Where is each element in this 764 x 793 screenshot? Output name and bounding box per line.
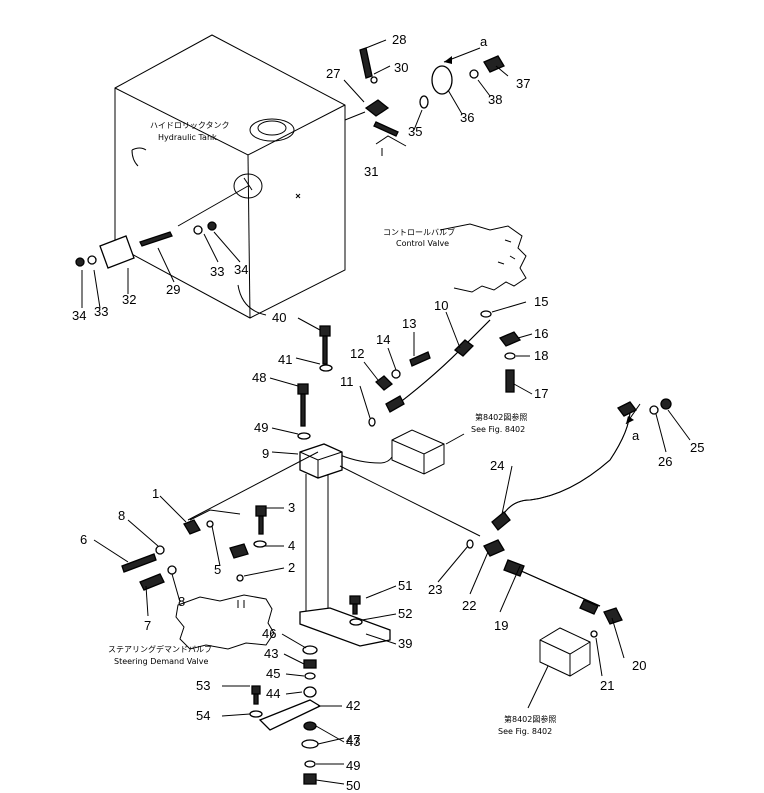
callout-11: 11 [340,374,354,389]
reference-lower-jp: 第8402図参照 [504,714,556,724]
callout-14: 14 [376,332,390,347]
callout-52: 52 [398,606,412,621]
steering-valve-label-jp: ステアリングデマンドバルブ [108,644,212,654]
control-valve-label-jp: コントロールバルブ [383,227,455,237]
callout-18: 18 [534,348,548,363]
reference-lower-en: See Fig. 8402 [498,727,552,736]
callout-32: 32 [122,292,136,307]
callout-34-left: 34 [72,308,86,323]
center-column [299,443,391,647]
callout-9: 9 [262,446,269,461]
callout-49-lower: 49 [346,758,360,773]
callout-23: 23 [428,582,442,597]
reference-upper-en: See Fig. 8402 [471,425,525,434]
callout-54: 54 [196,708,210,723]
callout-19: 19 [494,618,508,633]
hose-10 [385,319,491,413]
callout-40: 40 [272,310,286,325]
callout-24: 24 [490,458,504,473]
callout-12: 12 [350,346,364,361]
callout-49-upper: 49 [254,420,268,435]
callout-51: 51 [398,578,412,593]
callout-3: 3 [288,500,295,515]
callout-31: 31 [364,164,378,179]
callout-20: 20 [632,658,646,673]
callout-13: 13 [402,316,416,331]
callout-a-top: a [480,34,488,49]
bracket-31 [375,135,407,156]
steering-demand-valve [175,594,275,650]
callout-10: 10 [434,298,448,313]
callout-8-lower: 8 [178,594,185,609]
callout-38: 38 [488,92,502,107]
callout-22: 22 [462,598,476,613]
callout-35: 35 [408,124,422,139]
callout-27: 27 [326,66,340,81]
callout-42: 42 [346,698,360,713]
callout-4: 4 [288,538,295,553]
tank-label-jp: ハイドロリックタンク [150,121,230,130]
callout-33-right: 33 [210,264,224,279]
callout-34-right: 34 [234,262,248,277]
callout-28: 28 [392,32,406,47]
hydraulic-tank [114,34,346,319]
callout-26: 26 [658,454,672,469]
callout-47: 47 [346,732,360,747]
callout-6: 6 [80,532,87,547]
callout-41: 41 [278,352,292,367]
callout-33-left: 33 [94,304,108,319]
callout-46: 46 [262,626,276,641]
callout-30: 30 [394,60,408,75]
callout-43-upper: 43 [264,646,278,661]
connection-lines [177,111,481,537]
callout-17: 17 [534,386,548,401]
callout-50: 50 [346,778,360,793]
callout-5: 5 [214,562,221,577]
reference-block-upper [339,429,465,475]
control-valve [439,223,527,293]
callout-43-lower: 43 [346,734,360,749]
callout-53: 53 [196,678,210,693]
callout-39: 39 [398,636,412,651]
callout-48: 48 [252,370,266,385]
leader-lines [81,39,691,785]
callout-16: 16 [534,326,548,341]
arrow-a-right [625,403,641,425]
hose-19 [503,559,601,615]
callout-25: 25 [690,440,704,455]
reference-block-lower [527,627,591,709]
callout-36: 36 [460,110,474,125]
callout-21: 21 [600,678,614,693]
arrow-a-top [443,47,481,64]
callouts: 28 30 27 35 36 37 38 a 31 34 33 32 29 33… [72,32,704,793]
control-valve-label-en: Control Valve [396,239,449,248]
callout-44: 44 [266,686,280,701]
tank-label-en: Hydraulic Tank [158,133,217,142]
callout-29: 29 [166,282,180,297]
callout-7: 7 [144,618,151,633]
callout-15: 15 [534,294,548,309]
callout-37: 37 [516,76,530,91]
callout-1: 1 [152,486,159,501]
reference-upper-jp: 第8402図参照 [475,412,527,422]
callout-2: 2 [288,560,295,575]
callout-a-right: a [632,428,640,443]
callout-8-upper: 8 [118,508,125,523]
callout-45: 45 [266,666,280,681]
steering-valve-label-en: Steering Demand Valve [114,657,208,666]
small-parts [75,47,672,785]
hose-24 [491,401,637,531]
